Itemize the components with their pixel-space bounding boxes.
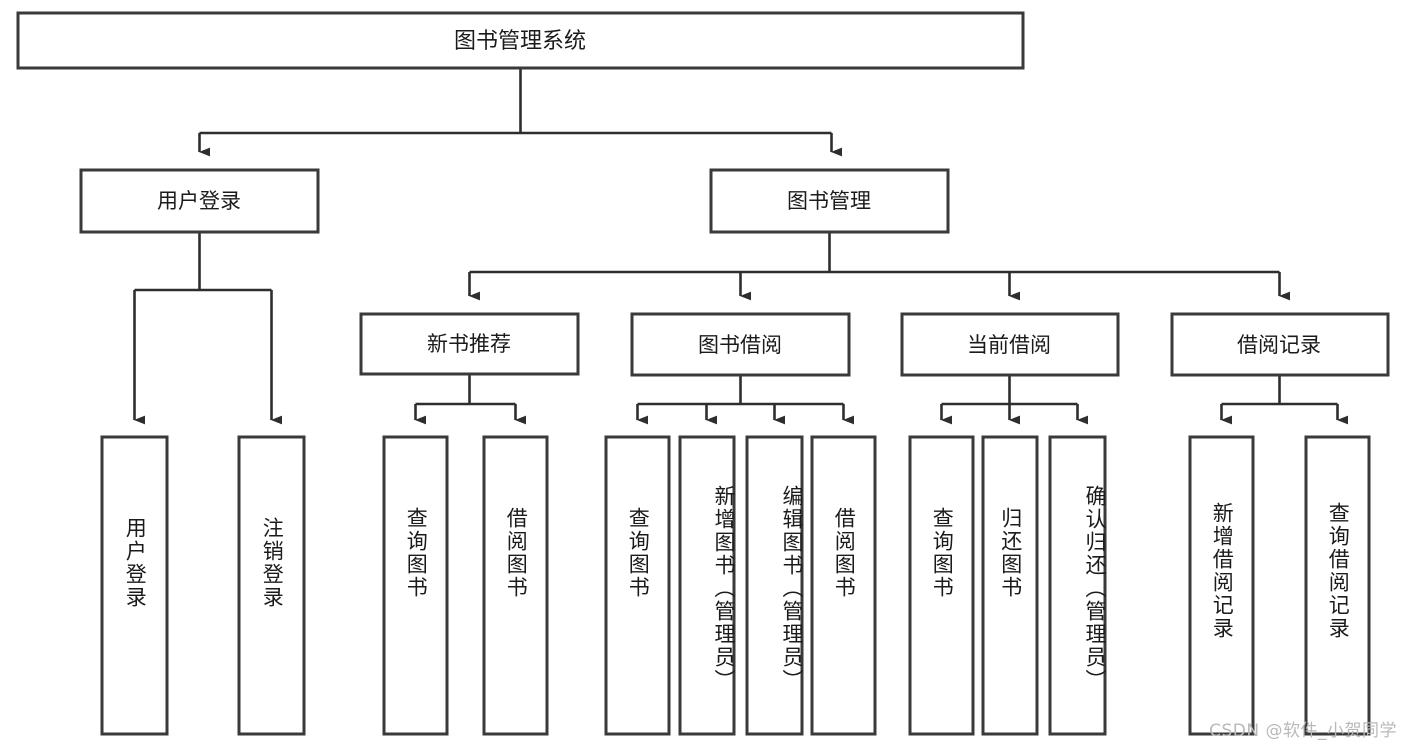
edge-current-borrow-to-leaves bbox=[940, 375, 1088, 425]
node-current-borrow-label: 当前借阅 bbox=[967, 333, 1051, 357]
node-book-borrow-label: 图书借阅 bbox=[698, 333, 782, 357]
node-leaf-confirm-return-box[interactable] bbox=[1048, 435, 1107, 736]
node-book-manage-label: 图书管理 bbox=[787, 189, 871, 213]
node-borrow-record-box[interactable] bbox=[1170, 312, 1390, 377]
node-book-borrow-box[interactable] bbox=[630, 312, 851, 377]
edge-book-borrow-to-leaves bbox=[636, 375, 854, 425]
node-borrow-record-label: 借阅记录 bbox=[1237, 333, 1321, 357]
node-new-book-recommend-label: 新书推荐 bbox=[427, 332, 511, 356]
node-new-book-recommend[interactable]: 新书推荐 bbox=[359, 312, 580, 376]
node-leaf-query-book-1-box[interactable] bbox=[382, 435, 449, 736]
node-new-book-recommend-box[interactable] bbox=[359, 312, 580, 376]
node-current-borrow[interactable]: 当前借阅 bbox=[900, 312, 1120, 377]
node-user-login-label: 用户登录 bbox=[157, 189, 241, 213]
edge-borrow-record-to-leaves bbox=[1220, 375, 1348, 425]
node-user-login-box[interactable] bbox=[79, 168, 320, 234]
node-borrow-record[interactable]: 借阅记录 bbox=[1170, 312, 1390, 377]
edge-root-to-level2 bbox=[198, 68, 842, 157]
node-leaf-query-book-2-box[interactable] bbox=[604, 435, 671, 736]
node-leaf-add-record-box[interactable] bbox=[1188, 435, 1255, 736]
node-leaf-add-book-box[interactable] bbox=[678, 435, 736, 736]
node-leaf-edit-book-box[interactable] bbox=[745, 435, 804, 736]
edge-new-book-recommend-to-leaves bbox=[414, 374, 526, 425]
node-leaf-borrow-book-1-box[interactable] bbox=[482, 435, 549, 736]
node-current-borrow-box[interactable] bbox=[900, 312, 1120, 377]
edge-user-login-to-leaves bbox=[133, 232, 282, 425]
edge-book-manage-to-level3 bbox=[468, 232, 1290, 301]
node-root-box[interactable] bbox=[16, 11, 1025, 70]
node-leaf-return-book-box[interactable] bbox=[981, 435, 1039, 736]
node-user-login[interactable]: 用户登录 bbox=[79, 168, 320, 234]
node-leaf-logout-login-box[interactable] bbox=[237, 435, 306, 736]
node-book-manage[interactable]: 图书管理 bbox=[709, 168, 950, 234]
node-leaf-user-login-box[interactable] bbox=[100, 435, 169, 736]
node-book-manage-box[interactable] bbox=[709, 168, 950, 234]
node-leaf-query-book-3-box[interactable] bbox=[908, 435, 975, 736]
watermark-text: CSDN @软件_小贺同学 bbox=[1209, 721, 1397, 741]
node-root-label: 图书管理系统 bbox=[454, 29, 586, 54]
node-root[interactable]: 图书管理系统 bbox=[16, 11, 1025, 70]
node-leaf-query-record-box[interactable] bbox=[1304, 435, 1371, 736]
node-book-borrow[interactable]: 图书借阅 bbox=[630, 312, 851, 377]
node-leaf-borrow-book-2-box[interactable] bbox=[810, 435, 877, 736]
